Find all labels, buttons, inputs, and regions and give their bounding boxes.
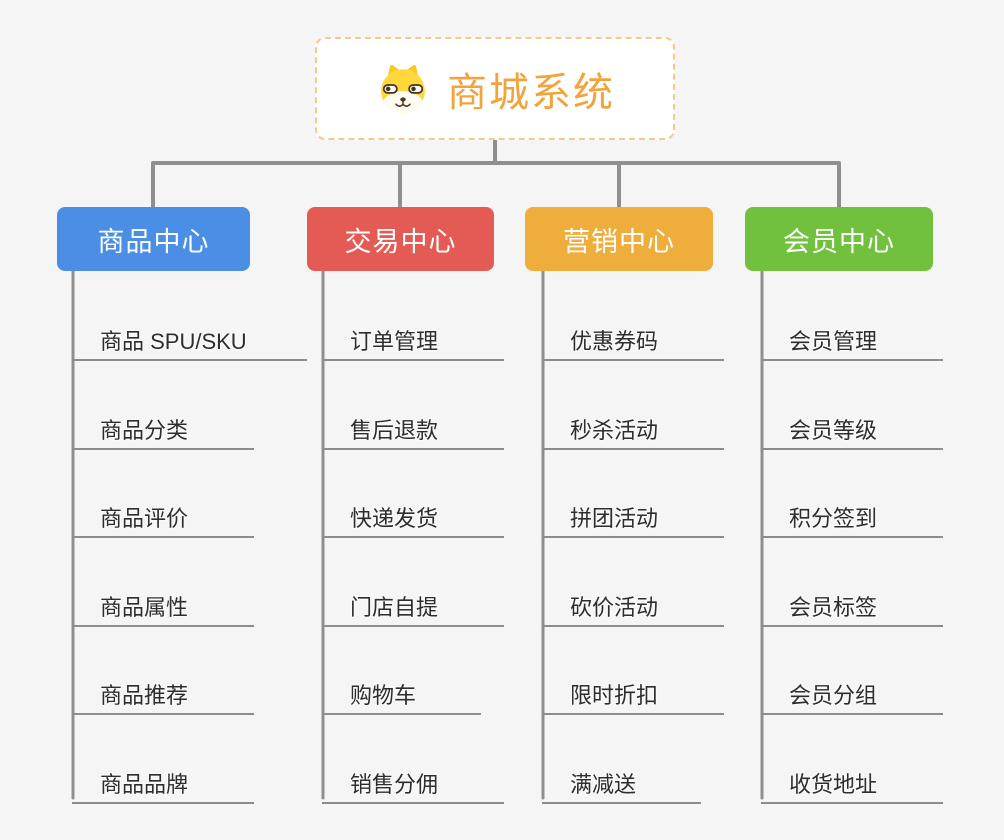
leaf-node[interactable]: 订单管理 [322, 308, 504, 361]
branch-elbow-line [151, 161, 841, 211]
leaf-node[interactable]: 限时折扣 [542, 662, 724, 715]
leaf-node[interactable]: 销售分佣 [322, 751, 504, 804]
leaf-node[interactable]: 商品品牌 [72, 751, 254, 804]
root-node[interactable]: 商城系统 [315, 37, 675, 140]
branch-node-label: 交易中心 [344, 226, 457, 257]
leaf-node[interactable]: 商品分类 [72, 397, 254, 450]
leaf-node[interactable]: 优惠券码 [542, 308, 724, 361]
leaf-node[interactable]: 商品评价 [72, 485, 254, 538]
leaf-node[interactable]: 会员标签 [761, 574, 943, 627]
branch-node-marketing-center[interactable]: 营销中心 [525, 207, 713, 271]
leaf-node[interactable]: 会员分组 [761, 662, 943, 715]
branch-node-label: 会员中心 [783, 226, 895, 257]
leaf-node[interactable]: 售后退款 [322, 397, 504, 450]
leaf-node[interactable]: 会员等级 [761, 397, 943, 450]
leaf-node[interactable]: 快递发货 [322, 485, 504, 538]
leaf-node[interactable]: 收货地址 [761, 751, 943, 804]
branch-node-label: 营销中心 [563, 226, 675, 257]
leaf-node[interactable]: 拼团活动 [542, 485, 724, 538]
leaf-node[interactable]: 满减送 [542, 751, 701, 804]
leaf-node[interactable]: 商品推荐 [72, 662, 254, 715]
leaf-node[interactable]: 积分签到 [761, 485, 943, 538]
leaf-node[interactable]: 商品属性 [72, 574, 254, 627]
branch-node-product-center[interactable]: 商品中心 [57, 207, 250, 271]
leaf-node[interactable]: 会员管理 [761, 308, 943, 361]
leaf-node[interactable]: 门店自提 [322, 574, 504, 627]
leaf-node[interactable]: 商品 SPU/SKU [72, 308, 307, 361]
branch-node-label: 商品中心 [97, 226, 210, 257]
leaf-node[interactable]: 砍价活动 [542, 574, 724, 627]
branch-node-trade-center[interactable]: 交易中心 [307, 207, 494, 271]
leaf-node[interactable]: 秒杀活动 [542, 397, 724, 450]
leaf-node[interactable]: 购物车 [322, 662, 481, 715]
dog-face-icon [381, 65, 425, 113]
root-node-label: 商城系统 [447, 70, 615, 115]
branch-node-member-center[interactable]: 会员中心 [745, 207, 933, 271]
